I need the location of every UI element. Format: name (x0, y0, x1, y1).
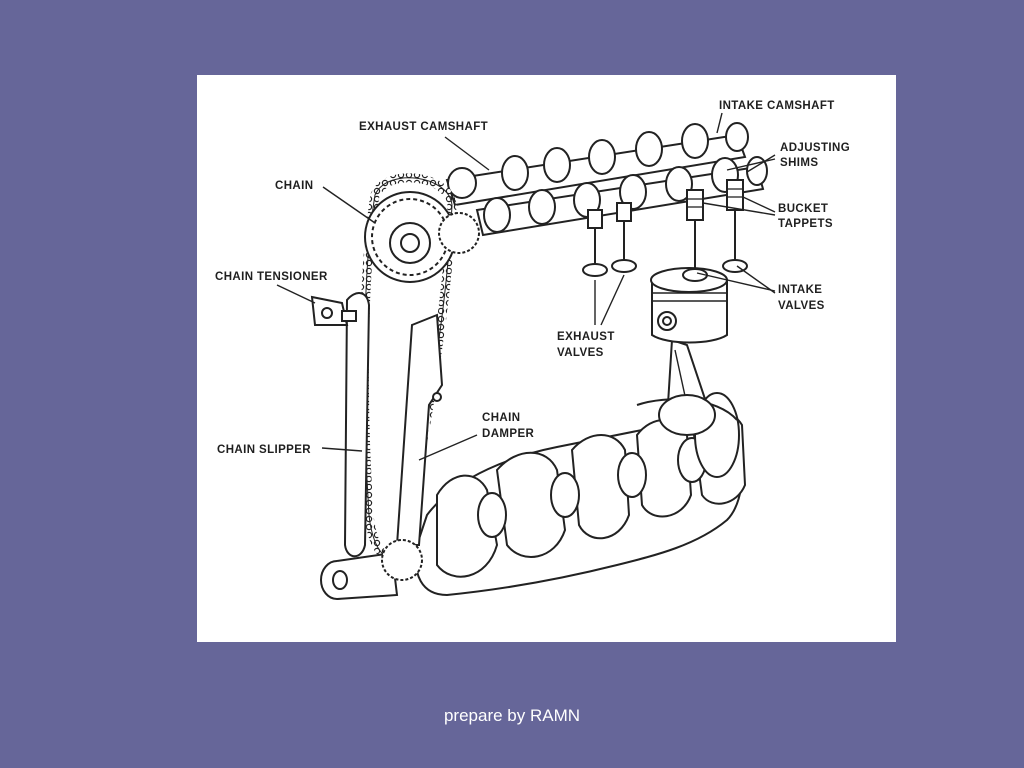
label-intake-valves-line1: INTAKE (778, 284, 822, 296)
label-bucket-tappets-line1: BUCKET (778, 203, 828, 215)
leader-lines (276, 112, 776, 461)
exhaust-camshaft-illustration (445, 122, 749, 207)
label-chain-damper-line1: CHAIN (482, 412, 520, 424)
label-intake-valves-line2: VALVES (778, 300, 825, 312)
engine-valvetrain-diagram: EXHAUST CAMSHAFT INTAKE CAMSHAFT ADJUSTI… (215, 100, 850, 600)
label-chain: CHAIN (275, 180, 313, 192)
label-chain-damper-line2: DAMPER (482, 428, 535, 440)
label-bucket-tappets-line2: TAPPETS (778, 218, 833, 230)
diagram-labels: EXHAUST CAMSHAFT INTAKE CAMSHAFT ADJUSTI… (215, 100, 850, 456)
timing-chain-assembly (310, 173, 480, 581)
engine-diagram-panel: EXHAUST CAMSHAFT INTAKE CAMSHAFT ADJUSTI… (197, 75, 896, 642)
label-chain-slipper: CHAIN SLIPPER (217, 444, 311, 456)
label-adjusting-shims-line2: SHIMS (780, 157, 818, 169)
crankshaft-illustration (320, 392, 747, 600)
label-intake-camshaft: INTAKE CAMSHAFT (719, 100, 835, 112)
footer-credit: prepare by RAMN (443, 706, 581, 725)
exhaust-valves-illustration (582, 202, 637, 277)
label-chain-tensioner: CHAIN TENSIONER (215, 271, 328, 283)
intake-camshaft-illustration (475, 156, 768, 237)
label-exhaust-valves-line2: VALVES (557, 347, 604, 359)
label-exhaust-camshaft: EXHAUST CAMSHAFT (359, 121, 488, 133)
label-exhaust-valves-line1: EXHAUST (557, 331, 615, 343)
intake-valves-illustration (682, 179, 748, 282)
label-adjusting-shims-line1: ADJUSTING (780, 142, 850, 154)
